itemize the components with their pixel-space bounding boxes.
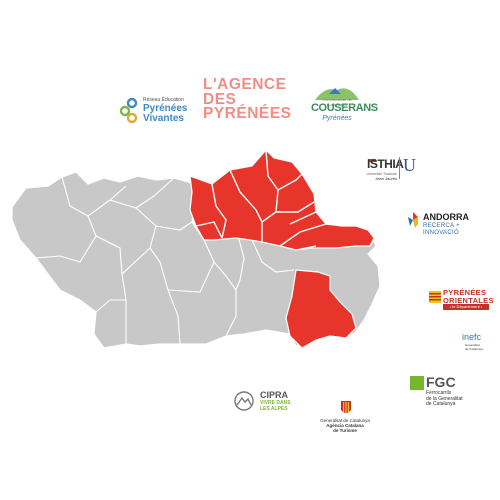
- logo-reseau-pyrenees-vivantes[interactable]: Réseau Éducation Pyrénées Vivantes: [118, 96, 204, 136]
- inefc-subtitle: Generalitat de Catalunya: [465, 343, 483, 351]
- logo-agence-des-pyrenees[interactable]: L'AGENCE DES PYRÉNÉES: [203, 76, 293, 122]
- reseau-line1: Réseau Éducation: [143, 97, 184, 103]
- isthia-line1: ISTHIA: [367, 157, 404, 171]
- agence-line3: PYRÉNÉES: [203, 105, 292, 122]
- agence-line2: DES: [203, 90, 237, 108]
- andorra-line1: ANDORRA: [423, 212, 469, 222]
- fgc-line1: FGC: [426, 374, 456, 390]
- couserans-line1: Communauté de Communes: [322, 97, 352, 107]
- map-region-grey: [11, 171, 381, 349]
- andorra-line2: RECERCA + INNOVACIÓ: [423, 223, 460, 236]
- map-regions-red: [189, 149, 375, 349]
- isthia-line3: Jean Jaurès: [375, 176, 397, 181]
- logo-fgc[interactable]: FGC Ferrocarrils de la Generalitat de Ca…: [410, 374, 490, 407]
- isthia-accent-bar: [368, 159, 376, 162]
- logo-andorra-recerca-innovacio[interactable]: ANDORRA RECERCA + INNOVACIÓ: [406, 209, 486, 241]
- couserans-line3: Pyrénées: [322, 115, 352, 122]
- isthia-separator: [399, 157, 400, 179]
- cipra-tagline: VIVRE DANS LES ALPES: [260, 400, 291, 412]
- fgc-subtitle: Ferrocarrils de la Generalitat de Catalu…: [426, 390, 463, 407]
- catalan-flag-icon: [429, 291, 441, 303]
- logo-pyrenees-orientales[interactable]: PYRÉNÉES ORIENTALES • le Département •: [429, 287, 494, 311]
- po-title: PYRÉNÉES ORIENTALES: [443, 288, 494, 305]
- generalitat-shield-icon: [341, 401, 351, 413]
- reseau-line2: Pyrénées: [143, 103, 188, 114]
- po-departement-band: • le Département •: [443, 304, 489, 310]
- logo-couserans-pyrenees[interactable]: Communauté de Communes COUSERANS Pyrénée…: [311, 84, 378, 126]
- logo-agencia-catalana-turisme[interactable]: Generalitat de Catalunya Agència Catalan…: [312, 400, 378, 440]
- pyrenees-vivantes-icon: [119, 97, 138, 124]
- red-region-south: [285, 269, 357, 349]
- couserans-line2: COUSERANS: [311, 102, 378, 114]
- logo-isthia-ut2j[interactable]: ISTHIA Université Toulouse Jean Jaurès U: [339, 155, 416, 185]
- inefc-line1: inefc: [462, 332, 482, 342]
- logo-cipra[interactable]: CIPRA VIVRE DANS LES ALPES: [234, 388, 298, 418]
- ut-logo-letter: U: [403, 155, 416, 175]
- reseau-line3: Vivantes: [143, 113, 184, 124]
- cipra-mountain-icon: [234, 391, 254, 411]
- isthia-line2: Université Toulouse: [366, 172, 397, 176]
- andorra-icon: [408, 212, 418, 228]
- logo-inefc[interactable]: inefc Generalitat de Catalunya: [462, 332, 498, 354]
- agence-line1: L'AGENCE: [203, 76, 287, 93]
- fgc-square-icon: [410, 376, 424, 390]
- couserans-mountain-icon: [315, 88, 359, 100]
- generalitat-text: Generalitat de Catalunya Agència Catalan…: [320, 418, 370, 433]
- map-grey-borders: [35, 176, 295, 345]
- cipra-line1: CIPRA: [260, 390, 289, 400]
- red-region-north: [189, 149, 375, 251]
- map-red-borders: [195, 149, 327, 251]
